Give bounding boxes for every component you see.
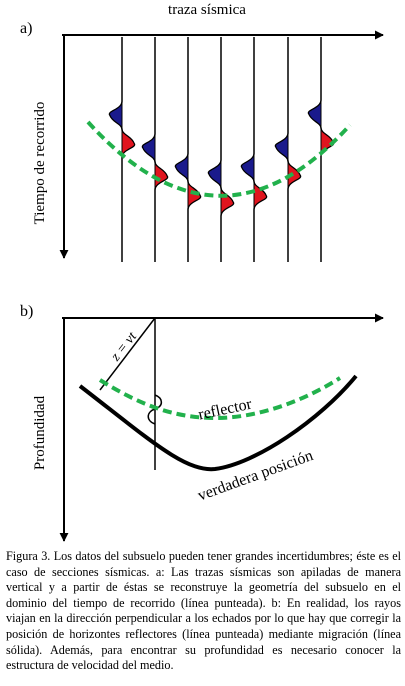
negative-lobe: [108, 101, 123, 130]
seismic-trace: [207, 37, 235, 262]
seismic-traces: [108, 37, 335, 262]
figure-caption: Figura 3. Los datos del subsuelo pueden …: [6, 549, 401, 673]
positive-lobe: [121, 129, 136, 158]
negative-lobe: [207, 159, 222, 189]
seismic-trace: [174, 37, 202, 262]
panel-a: a) traza sísmica Tiempo de recorrido: [20, 2, 384, 262]
positive-lobe: [287, 161, 302, 190]
panel-b-label: b): [20, 303, 33, 320]
ray-line: [99, 317, 156, 391]
positive-lobe: [154, 161, 169, 191]
panel-a-ylabel: Tiempo de recorrido: [32, 102, 48, 225]
reflector-dashed-curve: [98, 376, 342, 421]
seismic-trace: [240, 37, 268, 262]
figure-diagram: a) traza sísmica Tiempo de recorrido b) …: [20, 2, 384, 542]
panel-b-ylabel: Profundidad: [32, 395, 48, 470]
positive-lobe: [253, 181, 268, 210]
negative-lobe: [141, 133, 156, 163]
negative-lobe: [274, 133, 289, 162]
positive-lobe: [220, 187, 235, 217]
positive-lobe: [187, 181, 202, 210]
panel-b: b) Profundidad z = vt reflector verdader…: [20, 303, 384, 542]
negative-lobe: [307, 100, 322, 129]
panel-a-title: traza sísmica: [168, 2, 246, 18]
panel-a-label: a): [20, 20, 32, 37]
negative-lobe: [174, 153, 189, 182]
true-position-curve: [78, 374, 358, 472]
panel-a-dashed-curve: [86, 120, 352, 198]
negative-lobe: [240, 153, 255, 182]
